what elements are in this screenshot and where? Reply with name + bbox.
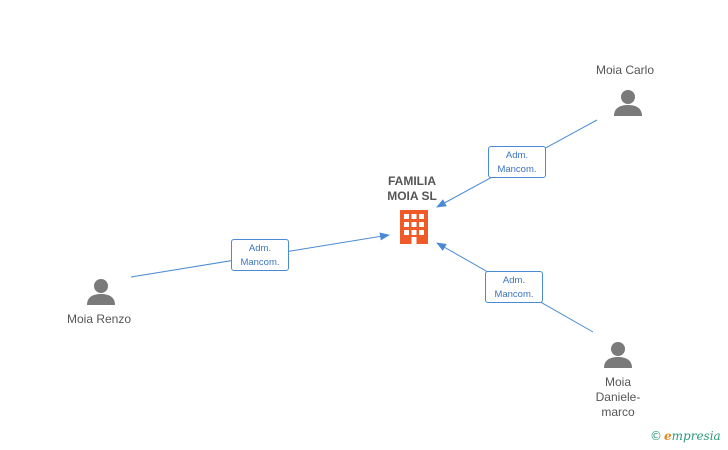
brand-logo: ©empresia — [650, 429, 721, 443]
person-label-moia-daniele-marco[interactable]: Moia Daniele- marco — [578, 375, 658, 420]
person-label-moia-renzo[interactable]: Moia Renzo — [59, 312, 139, 327]
company-name[interactable]: FAMILIA MOIA SL — [372, 174, 452, 204]
person-icon[interactable] — [604, 342, 632, 368]
edge-role-line1: Adm. — [502, 275, 526, 286]
building-icon[interactable] — [400, 210, 428, 244]
person-icon[interactable] — [614, 90, 642, 116]
brand-initial: e — [664, 429, 672, 443]
brand-rest: mpresia — [671, 429, 721, 443]
person-icon[interactable] — [87, 279, 115, 305]
person-name-line: Moia — [604, 375, 631, 389]
edge-role-moia-renzo[interactable]: Adm. Mancom. — [231, 239, 289, 271]
person-name-line: Moia Carlo — [595, 63, 655, 77]
edge-role-moia-daniele-marco[interactable]: Adm. Mancom. — [485, 271, 543, 303]
edge-role-line2: Mancom. — [240, 257, 280, 268]
person-name-line: marco — [601, 405, 635, 419]
company-name-line1: FAMILIA — [388, 174, 436, 188]
edge-role-line1: Adm. — [505, 150, 529, 161]
company-name-line2: MOIA SL — [387, 189, 437, 203]
edge-role-moia-carlo[interactable]: Adm. Mancom. — [488, 146, 546, 178]
copyright-symbol: © — [650, 429, 662, 443]
edge-role-line2: Mancom. — [497, 164, 537, 175]
edge-role-line1: Adm. — [248, 243, 272, 254]
person-label-moia-carlo[interactable]: Moia Carlo — [585, 63, 665, 78]
person-name-line: Moia Renzo — [66, 312, 132, 326]
person-name-line: Daniele- — [595, 390, 641, 404]
edge-role-line2: Mancom. — [494, 289, 534, 300]
